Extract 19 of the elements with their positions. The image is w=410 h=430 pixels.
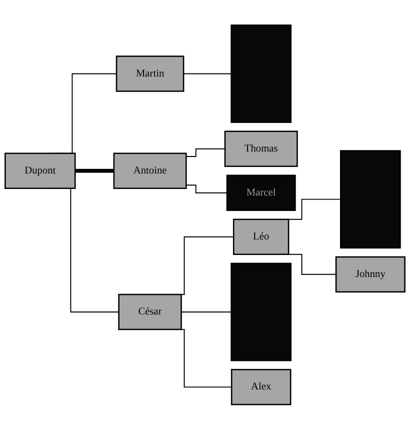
connector	[286, 254, 337, 276]
connector	[286, 198, 342, 220]
connector	[186, 184, 228, 194]
node-box: Antoine	[113, 152, 187, 190]
node-box: Thomas	[224, 130, 298, 168]
node-box: Alex	[230, 369, 292, 406]
connector	[183, 73, 232, 74]
node-box	[230, 24, 292, 124]
connector	[75, 169, 114, 173]
node-box: Dupont	[4, 152, 76, 190]
connector	[186, 148, 226, 158]
node-box: Marcel	[226, 174, 296, 212]
node-box: César	[118, 294, 182, 330]
node-box: Martin	[116, 56, 184, 92]
node-box	[340, 150, 401, 249]
node-box: Johnny	[335, 256, 406, 293]
node-box	[230, 262, 292, 362]
connector	[180, 312, 232, 313]
node-box: Léo	[232, 218, 290, 256]
